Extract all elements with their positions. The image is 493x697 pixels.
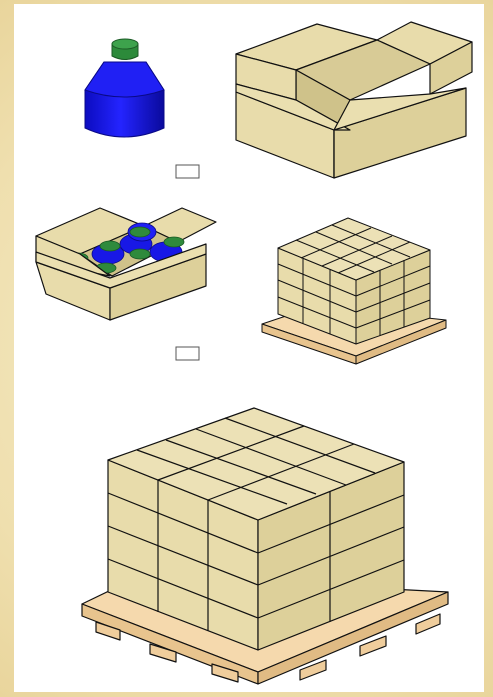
small-pallet-stack-icon — [262, 218, 446, 364]
bottle-icon — [85, 39, 164, 137]
open-box-icon — [236, 22, 472, 178]
large-pallet-stack-icon — [82, 408, 448, 684]
placeholder-box-1 — [176, 165, 199, 178]
placeholder-box-2 — [176, 347, 199, 360]
box-with-bottles-icon — [36, 208, 216, 320]
